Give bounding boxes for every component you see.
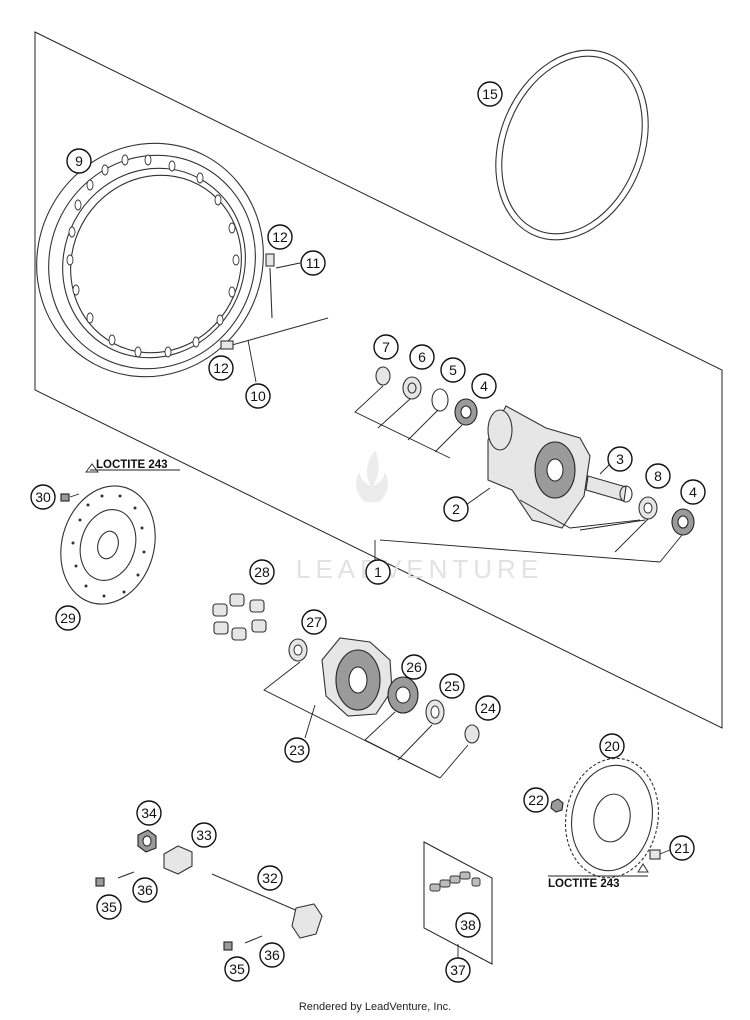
svg-text:12: 12 — [272, 229, 288, 245]
svg-text:35: 35 — [101, 899, 117, 915]
callout-3: 3 — [607, 446, 633, 472]
svg-text:22: 22 — [528, 792, 544, 808]
callout-21: 21 — [669, 835, 695, 861]
callout-32: 32 — [257, 865, 283, 891]
svg-text:9: 9 — [75, 153, 83, 169]
assembly-frame — [34, 31, 723, 729]
sprocket-nut — [550, 798, 564, 813]
svg-text:33: 33 — [196, 827, 212, 843]
callout-33: 33 — [191, 822, 217, 848]
sprocket-carrier-group — [263, 637, 480, 779]
svg-text:12: 12 — [213, 360, 229, 376]
hub-bearings-left — [354, 366, 478, 459]
callout-15: 15 — [477, 81, 503, 107]
svg-text:4: 4 — [480, 378, 488, 394]
callout-35-right: 35 — [224, 956, 250, 982]
svg-text:34: 34 — [141, 805, 157, 821]
brake-disc — [60, 485, 156, 605]
callout-9: 9 — [66, 148, 92, 174]
rear-axle — [211, 873, 323, 939]
svg-text:20: 20 — [604, 738, 620, 754]
callout-12-lower: 12 — [208, 355, 234, 381]
hub-bearings-right — [379, 496, 695, 563]
callout-12-upper: 12 — [267, 224, 293, 250]
adjuster-screw-right — [223, 935, 263, 951]
callout-23: 23 — [284, 737, 310, 763]
callout-36-right: 36 — [259, 942, 285, 968]
svg-text:2: 2 — [452, 501, 460, 517]
watermark-text: LEADVENTURE — [296, 554, 543, 584]
callout-4-upper: 4 — [471, 373, 497, 399]
svg-text:3: 3 — [616, 451, 624, 467]
svg-text:5: 5 — [449, 362, 457, 378]
callout-5: 5 — [440, 357, 466, 383]
callout-20: 20 — [599, 733, 625, 759]
callout-6: 6 — [409, 344, 435, 370]
sprocket-bolt — [548, 849, 671, 877]
callout-2: 2 — [443, 496, 469, 522]
svg-text:37: 37 — [450, 962, 466, 978]
callout-11: 11 — [300, 250, 326, 276]
svg-text:27: 27 — [306, 614, 322, 630]
loctite-note-upper: LOCTITE 243 — [96, 459, 168, 471]
svg-text:8: 8 — [654, 468, 662, 484]
svg-text:1: 1 — [374, 564, 382, 580]
svg-text:30: 30 — [35, 489, 51, 505]
svg-text:7: 7 — [382, 339, 390, 355]
chain-adjuster — [163, 845, 193, 875]
svg-text:10: 10 — [250, 388, 266, 404]
svg-text:26: 26 — [406, 659, 422, 675]
svg-text:38: 38 — [460, 917, 476, 933]
svg-text:36: 36 — [137, 882, 153, 898]
svg-text:36: 36 — [264, 947, 280, 963]
spokes — [220, 253, 329, 383]
svg-text:6: 6 — [418, 349, 426, 365]
svg-text:35: 35 — [229, 961, 245, 977]
watermark: LEADVENTURE — [296, 450, 543, 584]
callout-29: 29 — [55, 605, 81, 631]
hub-spacer — [585, 461, 633, 503]
callout-26: 26 — [401, 654, 427, 680]
axle-nut — [137, 829, 157, 853]
callout-1: 1 — [365, 559, 391, 585]
render-credit: Rendered by LeadVenture, Inc. — [298, 1001, 452, 1013]
adjuster-screw-left — [95, 871, 135, 887]
rear-hub — [465, 405, 591, 529]
callout-35-left: 35 — [96, 894, 122, 920]
drive-chain-box — [423, 841, 493, 965]
svg-text:24: 24 — [480, 700, 496, 716]
callout-38: 38 — [455, 912, 481, 938]
callout-10: 10 — [245, 383, 271, 409]
svg-text:11: 11 — [306, 255, 321, 271]
svg-text:28: 28 — [254, 564, 270, 580]
callout-37: 37 — [445, 957, 471, 983]
callout-7: 7 — [373, 334, 399, 360]
callout-34: 34 — [136, 800, 162, 826]
svg-text:15: 15 — [482, 86, 498, 102]
svg-text:23: 23 — [289, 742, 305, 758]
callout-25: 25 — [439, 673, 465, 699]
svg-text:21: 21 — [674, 840, 690, 856]
wheel-rim — [36, 142, 264, 378]
callout-36-left: 36 — [132, 877, 158, 903]
rim-tape — [495, 49, 649, 241]
svg-text:25: 25 — [444, 678, 460, 694]
callout-27: 27 — [301, 609, 327, 635]
svg-text:4: 4 — [689, 484, 697, 500]
rear-sprocket — [564, 757, 660, 879]
svg-text:32: 32 — [262, 870, 278, 886]
disc-bolt — [60, 463, 180, 502]
callout-30: 30 — [30, 484, 56, 510]
callout-24: 24 — [475, 695, 501, 721]
callout-4-lower: 4 — [680, 479, 706, 505]
callout-22: 22 — [523, 787, 549, 813]
loctite-note-lower: LOCTITE 243 — [548, 878, 620, 890]
svg-text:29: 29 — [60, 610, 76, 626]
cush-drive-dampers — [212, 593, 267, 641]
callout-8: 8 — [645, 463, 671, 489]
callout-28: 28 — [249, 559, 275, 585]
